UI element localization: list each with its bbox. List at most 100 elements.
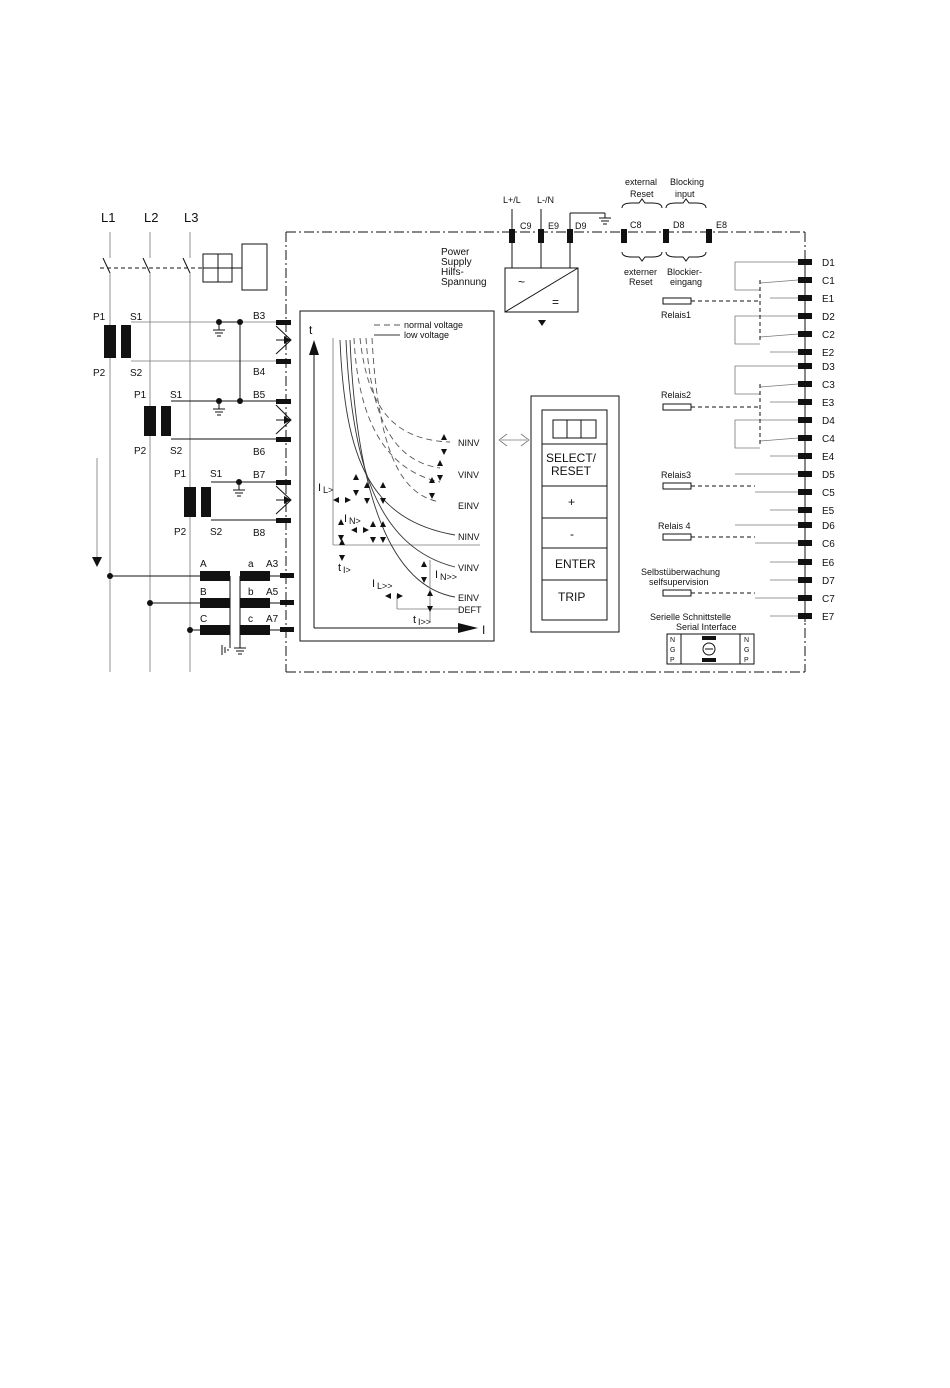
- svg-text:S2: S2: [210, 527, 223, 538]
- relay-terminal-block: [798, 471, 812, 477]
- legend-normal-voltage: normal voltage: [404, 320, 463, 330]
- svg-text:Reset: Reset: [629, 277, 653, 287]
- svg-text:external: external: [625, 177, 657, 187]
- relais4-label: Relais 4: [658, 521, 691, 531]
- power-supply: L+/L L-/N C9 E9 D9 ~ = Power Supply Hilf…: [441, 195, 611, 326]
- svg-text:A5: A5: [266, 587, 279, 598]
- svg-text:B7: B7: [253, 470, 266, 481]
- svg-text:I: I: [318, 482, 321, 494]
- svg-text:B5: B5: [253, 390, 266, 401]
- ground-icon-1: [213, 322, 225, 337]
- svg-text:P1: P1: [93, 312, 106, 323]
- svg-text:I: I: [435, 569, 438, 581]
- relay-terminal-label: C5: [822, 488, 835, 499]
- svg-text:Spannung: Spannung: [441, 277, 487, 288]
- output-relays: D1C1E1D2C2E2D3C3E3D4C4E4D5C5E5D6C6E6D7C7…: [641, 256, 835, 623]
- svg-text:B: B: [200, 587, 207, 598]
- svg-text:C8: C8: [630, 220, 642, 230]
- external-reset-blocking: external Reset Blocking input C8 D8 E8 e…: [621, 177, 727, 287]
- relay-terminal-block: [798, 435, 812, 441]
- svg-text:ENTER: ENTER: [555, 557, 596, 571]
- relay-terminal-block: [798, 453, 812, 459]
- relay-terminal-block: [798, 313, 812, 319]
- trip-button[interactable]: TRIP: [543, 581, 606, 619]
- relay-terminal-label: C4: [822, 434, 835, 445]
- svg-text:I: I: [344, 513, 347, 525]
- relay-terminal-label: D1: [822, 258, 835, 269]
- svg-text:B3: B3: [253, 311, 266, 322]
- curve-label-einv-2: EINV: [458, 593, 479, 603]
- svg-text:B6: B6: [253, 447, 266, 458]
- ac-symbol: ~: [518, 275, 525, 289]
- relay-terminal-block: [798, 363, 812, 369]
- relay-terminal-label: D7: [822, 576, 835, 587]
- svg-text:Serial Interface: Serial Interface: [676, 622, 737, 632]
- svg-text:E9: E9: [548, 221, 559, 231]
- svg-text:P: P: [670, 657, 675, 664]
- relay-terminal-label: E3: [822, 398, 835, 409]
- relay-terminal-label: C7: [822, 594, 835, 605]
- svg-text:B8: B8: [253, 528, 266, 539]
- phase-label-l1: L1: [101, 210, 115, 225]
- relay-terminal-label: C6: [822, 539, 835, 550]
- svg-text:D8: D8: [673, 220, 685, 230]
- link-arrow-icon: [498, 433, 530, 447]
- enter-button[interactable]: ENTER: [543, 549, 606, 579]
- curve-label-vinv-2: VINV: [458, 563, 479, 573]
- select-reset-button[interactable]: SELECT/ RESET: [543, 445, 606, 485]
- i-axis-label: I: [482, 623, 485, 637]
- svg-text:B4: B4: [253, 367, 266, 378]
- selfsup-label-de: Selbstüberwachung: [641, 567, 720, 577]
- ground-icon-5: [221, 645, 229, 655]
- svg-text:E8: E8: [716, 220, 727, 230]
- svg-text:P: P: [744, 657, 749, 664]
- svg-text:input: input: [675, 189, 695, 199]
- relay-terminal-block: [798, 295, 812, 301]
- curve-label-vinv-1: VINV: [458, 470, 479, 480]
- relais3-label: Relais3: [661, 470, 691, 480]
- svg-text:I: I: [372, 578, 375, 590]
- svg-text:Blocking: Blocking: [670, 177, 704, 187]
- svg-text:S2: S2: [130, 368, 143, 379]
- svg-text:Serielle Schnittstelle: Serielle Schnittstelle: [650, 612, 731, 622]
- legend-low-voltage: low voltage: [404, 330, 449, 340]
- svg-text:eingang: eingang: [670, 277, 702, 287]
- svg-text:N: N: [744, 637, 749, 644]
- relay-terminal-block: [798, 399, 812, 405]
- ct-star-point: [213, 319, 245, 497]
- svg-text:N>: N>: [349, 516, 361, 526]
- ground-icon-3: [233, 482, 245, 497]
- relais1-label: Relais1: [661, 310, 691, 320]
- relay-terminal-blocks: D1C1E1D2C2E2D3C3E3D4C4E4D5C5E5D6C6E6D7C7…: [798, 258, 835, 623]
- relay-terminal-label: D6: [822, 521, 835, 532]
- relay-terminal-block: [798, 613, 812, 619]
- svg-text:P2: P2: [93, 368, 106, 379]
- svg-text:G: G: [744, 647, 749, 654]
- minus-button[interactable]: -: [543, 519, 606, 547]
- relay-terminal-block: [798, 540, 812, 546]
- svg-text:G: G: [670, 647, 675, 654]
- svg-text:P1: P1: [134, 390, 147, 401]
- relay-terminal-block: [798, 522, 812, 528]
- relay-terminal-label: D5: [822, 470, 835, 481]
- serial-port-icon: [702, 642, 716, 656]
- relay-terminal-label: E6: [822, 558, 835, 569]
- svg-text:+: +: [568, 495, 575, 509]
- keypad: [530, 395, 620, 633]
- relay-terminal-block: [798, 577, 812, 583]
- svg-text:A7: A7: [266, 614, 279, 625]
- svg-text:a: a: [248, 559, 254, 570]
- relay-terminal-label: D3: [822, 362, 835, 373]
- svg-text:Power: Power: [441, 247, 470, 258]
- svg-text:c: c: [248, 614, 253, 625]
- svg-text:D9: D9: [575, 221, 587, 231]
- relay-terminal-block: [798, 507, 812, 513]
- plus-button[interactable]: +: [543, 487, 606, 517]
- relay-terminal-label: E5: [822, 506, 835, 517]
- svg-text:Supply: Supply: [441, 257, 472, 268]
- svg-text:P2: P2: [174, 527, 187, 538]
- svg-text:A: A: [200, 559, 207, 570]
- svg-text:I>>: I>>: [418, 617, 431, 627]
- svg-text:P2: P2: [134, 446, 147, 457]
